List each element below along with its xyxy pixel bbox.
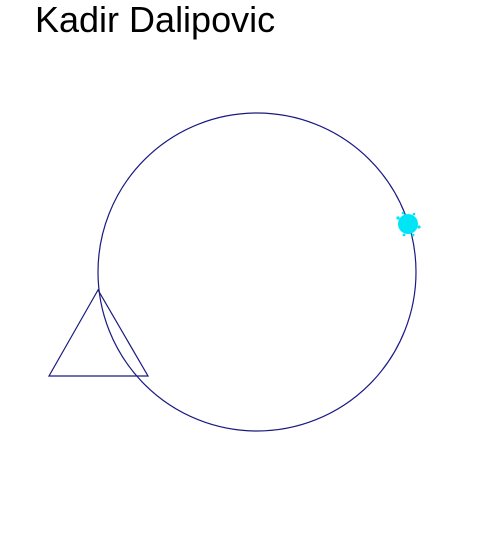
- cyan-marker: [396, 211, 421, 237]
- main-circle: [97, 112, 417, 432]
- triangle-shape: [47, 288, 150, 377]
- page-title: Kadir Dalipovic: [35, 0, 276, 40]
